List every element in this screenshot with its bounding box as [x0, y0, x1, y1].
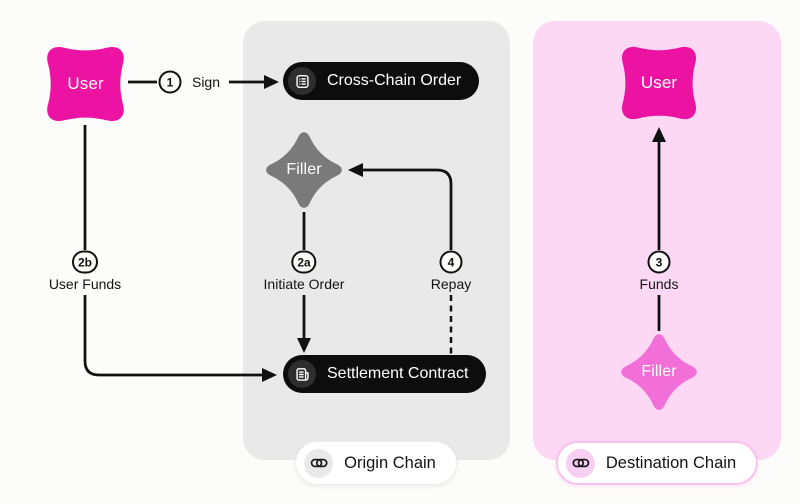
- filler-diamond-shape: [621, 334, 697, 410]
- origin-chain-badge: Origin Chain: [295, 441, 457, 485]
- step-4-label: Repay: [430, 276, 472, 292]
- step-2a-number: 2a: [297, 255, 311, 269]
- link-icon: [565, 448, 595, 478]
- step-2b-marker: 2b: [71, 250, 99, 274]
- origin-chain-badge-label: Origin Chain: [344, 453, 436, 472]
- destination-user-label: User: [640, 73, 678, 92]
- step-1-marker: 1: [158, 70, 182, 94]
- step-2a-marker: 2a: [291, 250, 317, 274]
- destination-chain-badge-label: Destination Chain: [605, 453, 737, 472]
- origin-user-node: User: [42, 42, 129, 126]
- step-2b-number: 2b: [77, 255, 93, 269]
- step-3-label: Funds: [639, 276, 679, 292]
- destination-filler-node: Filler: [616, 329, 702, 415]
- contract-document-icon: [288, 360, 316, 388]
- order-document-icon: [288, 67, 316, 95]
- step-4-marker: 4: [439, 250, 463, 274]
- step-1-number: 1: [166, 75, 174, 89]
- link-icon: [304, 448, 334, 478]
- filler-diamond-shape: [266, 132, 342, 208]
- user-squircle-shape: [47, 46, 124, 122]
- settlement-contract-pill: Settlement Contract: [283, 355, 487, 393]
- cross-chain-order-pill: Cross-Chain Order: [283, 62, 480, 100]
- settlement-contract-label: Settlement Contract: [327, 365, 469, 382]
- destination-chain-badge: Destination Chain: [555, 441, 759, 485]
- step-4-number: 4: [447, 255, 455, 269]
- step-3-marker: 3: [647, 250, 671, 274]
- user-funds-line: [83, 125, 262, 377]
- destination-user-node: User: [617, 42, 701, 124]
- user-squircle-shape: [621, 46, 697, 120]
- step-1-label: Sign: [191, 74, 221, 90]
- origin-filler-label: Filler: [286, 161, 322, 178]
- origin-user-label: User: [67, 74, 104, 93]
- step-2a-label: Initiate Order: [263, 276, 345, 292]
- step-3-number: 3: [655, 255, 663, 269]
- step-2b-label: User Funds: [48, 276, 122, 292]
- cross-chain-order-label: Cross-Chain Order: [327, 72, 462, 89]
- origin-filler-node: Filler: [261, 127, 347, 213]
- destination-filler-label: Filler: [641, 363, 677, 380]
